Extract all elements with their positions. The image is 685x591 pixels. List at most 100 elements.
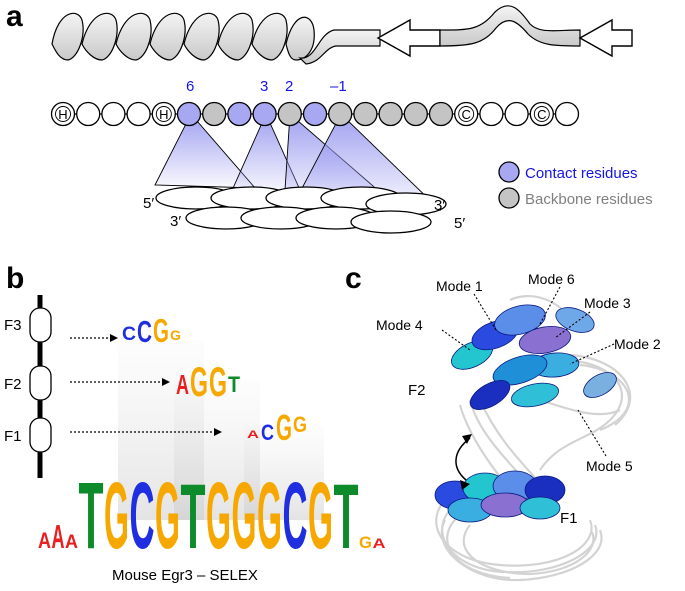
finger-arrowheads [110,334,222,436]
residue-circle [353,101,378,127]
logo-letter-A: A [65,531,78,553]
interdomain-arrowhead-bottom [460,480,470,490]
panel-letter-b: b [6,262,24,295]
logo-letter-C: C [122,323,136,345]
dna-end-3prime-right: 3′ [434,197,445,214]
logo-letter-G: G [293,412,307,437]
logo-letter-G: G [155,463,180,569]
logo-letter-G: G [206,463,231,569]
logo-letter-G: G [190,359,208,405]
logo-letter-T: T [181,466,206,568]
residue-circle [378,101,403,127]
legend-label-contact: Contact residues [525,165,638,182]
residue-circle [504,101,529,127]
residue-circle [403,101,428,127]
logo-letter-A: A [176,369,189,400]
mode-label-1: Mode 1 [436,278,483,294]
logo-letter-C: C [137,314,152,348]
mode-label-4: Mode 4 [376,317,423,333]
alignment-columns [118,340,324,520]
position-label-2: 2 [285,78,293,95]
logo-letter-G: G [308,463,333,569]
logo-letter-A: A [52,518,65,555]
beta-loop-ribbon [439,5,581,47]
logo-letter-G: G [359,533,372,552]
residue-circle [454,101,479,127]
residue-circle [479,101,504,127]
interdomain-arrowhead-top [462,434,472,444]
logo-letter-A: A [373,536,386,552]
legend: Contact residues Backbone residues [498,161,653,209]
residue-circle [101,101,126,127]
residue-inner-ring [55,106,71,122]
residue-circle [428,101,454,127]
mode-leader-lines [441,286,615,457]
logo-letter-C: C [129,463,154,569]
dna-end-3prime-left: 3′ [170,213,181,230]
finger-label-F1: F1 [4,428,22,445]
finger-arrows [70,337,216,433]
logo-letter-G: G [231,463,256,569]
legend-swatch-backbone [498,187,520,209]
logo-letter-T: T [228,372,240,397]
mode-label-2: Mode 2 [614,336,661,352]
interdomain-arrow [455,437,471,481]
residue-inner-ring [458,106,475,122]
logo-letter-G: G [257,463,282,569]
protein-structure [434,295,632,582]
residue-letter: C [537,107,546,122]
residue-letter: C [462,107,471,122]
logo-letter-G: G [104,463,129,569]
residue-inner-ring [155,106,172,122]
residue-circle [302,101,328,127]
finger-label-F3: F3 [4,317,22,334]
dna-end-5prime-right: 5′ [454,215,465,232]
alpha-helix-ribbon [51,12,315,61]
dna-end-5prime-left: 5′ [143,195,154,212]
structure-label-F2: F2 [408,382,426,399]
logo-letter-G: G [276,407,292,447]
finger-label-F2: F2 [4,376,22,393]
residue-circle [328,101,353,127]
logo-letter-G: G [153,312,169,349]
residue-letter: H [58,107,67,122]
finger-schematic [29,295,52,478]
logo-letter-A: A [247,428,259,440]
beta-strand-arrow-1 [376,18,441,58]
position-label-6: 6 [186,78,194,95]
mode-label-5: Mode 5 [586,458,633,474]
mode-label-3: Mode 3 [584,295,631,311]
logo-letter-G: G [170,328,181,344]
residue-letter: H [159,107,168,122]
residue-circle [151,101,176,127]
residue-circle [554,101,580,127]
residue-circle [529,101,554,127]
panel-letter-a: a [6,0,23,33]
logo-letter-T: T [333,466,358,568]
logo-letter-A: A [38,528,51,553]
dna-discs [155,186,447,234]
logo-caption: Mouse Egr3 – SELEX [112,567,258,584]
panel-letter-c: c [345,262,362,295]
position-label-minus1: –1 [330,78,347,95]
residue-circle [202,101,227,127]
residue-circle [227,101,252,127]
residue-circle [76,101,101,127]
legend-swatch-contact [498,161,520,183]
residue-circle [176,101,202,127]
logo-letter-C: C [283,463,308,569]
logo-letter-G: G [209,359,227,405]
residue-circle [126,101,151,127]
logo-letter-T: T [79,463,104,569]
mode-label-6: Mode 6 [528,271,575,287]
position-label-3: 3 [260,78,268,95]
residue-circle [50,101,76,127]
beta-strand-arrow-2 [578,18,633,58]
logo-letter-C: C [261,420,274,445]
residue-inner-ring [533,106,550,122]
structure-label-F1: F1 [560,510,578,527]
